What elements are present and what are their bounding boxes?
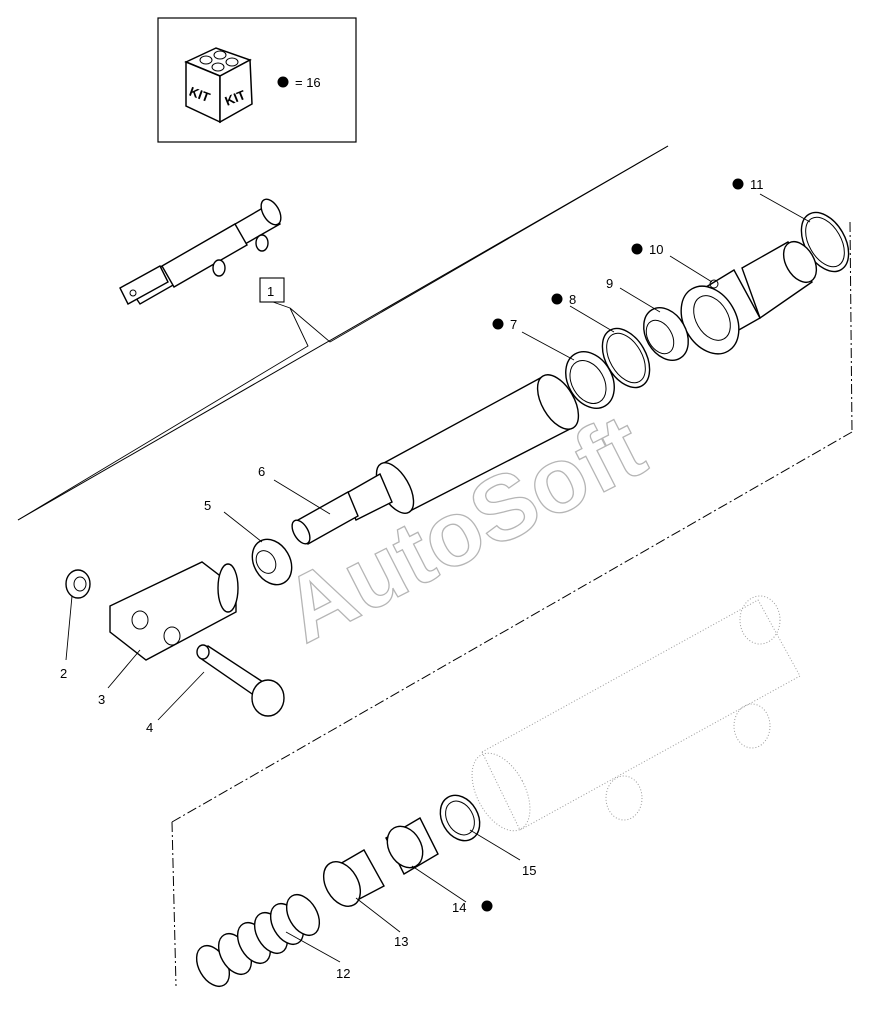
- kit-label-right: KIT: [223, 87, 248, 109]
- callout-12: 12: [336, 966, 350, 981]
- kit-legend-text: = 16: [295, 75, 321, 90]
- callout-2: 2: [60, 666, 67, 681]
- callout-labels: 1 2 3 4 5 6 7 8 9 10 11 12 13 14 15: [60, 177, 764, 981]
- kit-bullet-icon: [277, 76, 289, 88]
- part-7-washer: [565, 351, 615, 409]
- callout-1-box: [17, 145, 669, 521]
- part-13-piston: [322, 849, 385, 907]
- part-2-clip: [65, 569, 91, 599]
- cylinder-assembly-thumbnail: [119, 198, 282, 305]
- callout-15: 15: [522, 863, 536, 878]
- kit-label-left: KIT: [187, 84, 212, 105]
- callout-11: 11: [750, 177, 764, 192]
- leader-lines: [65, 193, 811, 963]
- callout-1: 1: [267, 284, 274, 299]
- callout-3: 3: [98, 692, 105, 707]
- part-3-clevis: [109, 561, 239, 661]
- kit-box-icon: KIT KIT: [184, 47, 253, 124]
- part-15-seal: [439, 794, 481, 842]
- callout-14: 14: [452, 900, 466, 915]
- kit-bullet-14-icon: [481, 900, 493, 912]
- kit-bullet-8-icon: [551, 293, 563, 305]
- callout-4: 4: [146, 720, 153, 735]
- part-12-spring: [195, 894, 321, 987]
- callout-6: 6: [258, 464, 265, 479]
- kit-legend: KIT KIT = 16: [157, 17, 357, 143]
- callout-8: 8: [569, 292, 576, 307]
- kit-bullet-11-icon: [732, 178, 744, 190]
- part-8-oring: [601, 327, 651, 389]
- part-14-sleeve: [385, 817, 439, 875]
- part-6-piston-rod: [291, 374, 580, 545]
- callout-9: 9: [606, 276, 613, 291]
- callout-10: 10: [649, 242, 663, 257]
- kit-bullet-7-icon: [492, 318, 504, 330]
- part-10-gland: [680, 241, 818, 355]
- callout-7: 7: [510, 317, 517, 332]
- kit-bullet-10-icon: [631, 243, 643, 255]
- part-5-nut: [251, 538, 293, 586]
- cylinder-barrel-ghost: [471, 595, 801, 832]
- part-4-pin: [196, 644, 285, 717]
- callout-13: 13: [394, 934, 408, 949]
- callout-5: 5: [204, 498, 211, 513]
- part-9-bushing: [643, 307, 689, 361]
